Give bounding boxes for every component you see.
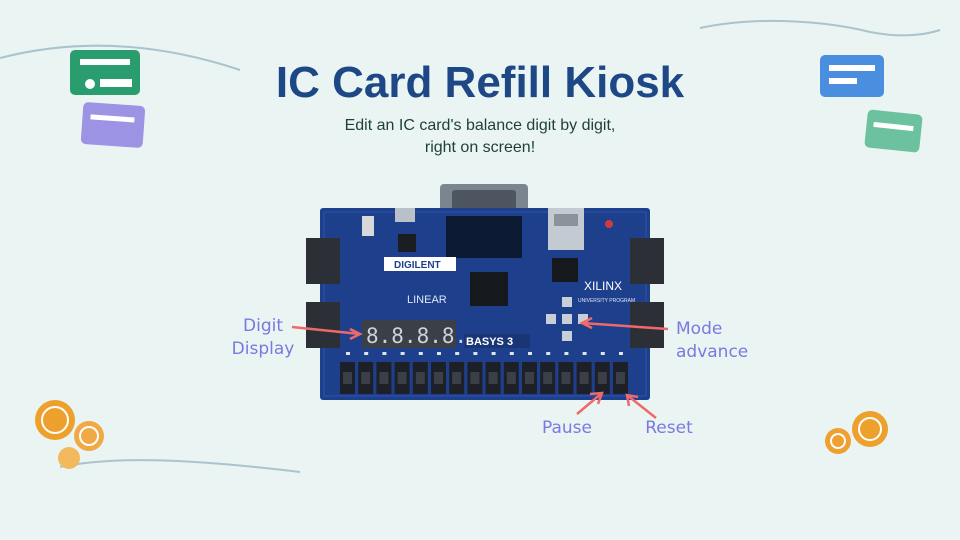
slide-switch-knob bbox=[379, 372, 389, 384]
linear-logo: LINEAR bbox=[407, 294, 447, 306]
digit-display-label-line-1: Digit bbox=[243, 316, 283, 336]
flash-chip bbox=[552, 258, 578, 282]
led bbox=[564, 352, 569, 355]
slide-switch-knob bbox=[488, 372, 498, 384]
coin-icon bbox=[58, 447, 80, 469]
led bbox=[619, 352, 623, 355]
led bbox=[455, 352, 460, 355]
ic-card-icon bbox=[70, 50, 140, 95]
wave-line-top-right bbox=[699, 19, 941, 37]
subtitle-line-1: Edit an IC card's balance digit by digit… bbox=[344, 117, 616, 134]
arrow-icon bbox=[576, 391, 604, 415]
led bbox=[509, 352, 514, 355]
led-strip bbox=[346, 352, 623, 355]
slide-switch-knob bbox=[616, 372, 625, 384]
slide-switch-knob bbox=[343, 372, 352, 384]
digilent-badge bbox=[384, 257, 456, 271]
arrow-icon bbox=[625, 393, 657, 419]
led bbox=[491, 352, 496, 355]
slide-switch-knob bbox=[543, 372, 553, 384]
fpga-chip bbox=[470, 272, 508, 306]
xilinx-logo: XILINX bbox=[584, 279, 622, 293]
slide-switch-knob bbox=[434, 372, 443, 384]
led bbox=[400, 352, 405, 355]
reset-label: Reset bbox=[645, 418, 693, 438]
led bbox=[418, 352, 423, 355]
pmod-header bbox=[630, 302, 664, 348]
board-name-label: BASYS 3 bbox=[466, 336, 513, 348]
subtitle-line-2: right on screen! bbox=[424, 139, 536, 156]
led bbox=[437, 352, 441, 355]
led bbox=[346, 352, 350, 355]
digit-display-label: Digit Display bbox=[213, 315, 313, 361]
coin-icon bbox=[74, 421, 104, 451]
ic-card-icon bbox=[80, 102, 146, 148]
power-switch bbox=[362, 216, 374, 236]
xilinx-program-label: UNIVERSITY PROGRAM bbox=[578, 298, 635, 304]
digilent-logo: DIGILENT bbox=[394, 260, 441, 271]
slide-switch-knob bbox=[561, 372, 571, 384]
slide-switch-knob bbox=[597, 372, 607, 384]
seven-segment-digits: 8.8.8.8. bbox=[366, 324, 467, 348]
wave-line-top-left bbox=[0, 44, 241, 71]
pmod-header bbox=[630, 238, 664, 284]
led bbox=[382, 352, 387, 355]
micro-usb-connector bbox=[395, 208, 415, 222]
slide-switch-bank bbox=[340, 362, 628, 394]
led bbox=[473, 352, 478, 355]
coin-icon bbox=[825, 428, 851, 454]
coin-icon bbox=[35, 400, 75, 440]
led bbox=[600, 352, 605, 355]
page-title: IC Card Refill Kiosk bbox=[275, 58, 685, 107]
slide-switch-knob bbox=[525, 372, 534, 384]
mode-label-line-1: Mode bbox=[676, 319, 723, 339]
ic-card-icon bbox=[820, 55, 884, 97]
slide-switch-knob bbox=[415, 372, 425, 384]
led bbox=[546, 352, 551, 355]
usb-chip bbox=[398, 234, 416, 252]
led bbox=[364, 352, 369, 355]
led bbox=[582, 352, 587, 355]
slide-switch-knob bbox=[579, 372, 589, 384]
digit-display-label-line-2: Display bbox=[231, 339, 295, 359]
led bbox=[528, 352, 532, 355]
slide-switch-knob bbox=[397, 372, 407, 384]
pause-label: Pause bbox=[542, 418, 592, 438]
slide-switch-knob bbox=[470, 372, 480, 384]
wave-line-bottom-left bbox=[59, 459, 301, 473]
pmod-header bbox=[306, 302, 340, 348]
pmod-header bbox=[306, 238, 340, 284]
push-buttons bbox=[546, 297, 588, 341]
coin-icon bbox=[852, 411, 888, 447]
ic-card-icon bbox=[864, 109, 923, 153]
slide-switch-knob bbox=[452, 372, 462, 384]
arrow-icon bbox=[579, 316, 669, 331]
slide-switch-knob bbox=[361, 372, 371, 384]
slide-switch-knob bbox=[506, 372, 516, 384]
mode-label-line-2: advance bbox=[676, 342, 749, 362]
seven-segment-display bbox=[362, 320, 456, 348]
mode-advance-label: Mode advance bbox=[664, 318, 764, 364]
arrow-icon bbox=[291, 325, 363, 341]
